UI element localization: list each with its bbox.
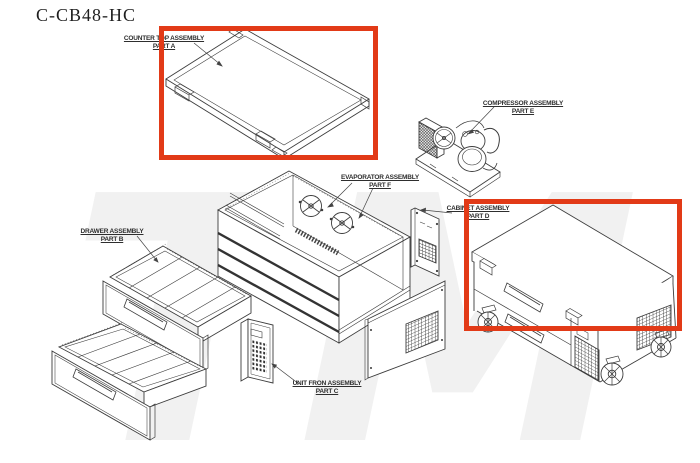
label-line1: UNIT FRON ASSEMBLY	[292, 380, 362, 387]
caster-wheel-icon	[600, 355, 624, 386]
evaporator-fan-icon	[329, 212, 355, 234]
evaporator-fan-icon	[298, 195, 324, 217]
label-line1: EVAPORATOR ASSEMBLY	[340, 174, 420, 181]
label-line1: COMPRESSOR ASSEMBLY	[482, 100, 564, 107]
label-counter-top-assembly: COUNTER TOP ASSEMBLY PART A	[124, 35, 204, 51]
divider-panel-drawing	[410, 207, 440, 277]
label-line2: PART A	[152, 43, 176, 50]
highlight-box-counter-top	[159, 26, 378, 160]
label-line2: PART E	[511, 108, 535, 115]
label-evaporator-assembly: EVAPORATOR ASSEMBLY PART F	[341, 174, 419, 190]
label-cabinet-assembly: CABINET ASSEMBLY PART D	[447, 205, 510, 221]
evaporator-assembly-drawing	[217, 170, 411, 344]
drawer-lower	[51, 321, 208, 441]
drawer-assembly-drawing	[51, 243, 252, 441]
label-line2: PART B	[100, 236, 124, 243]
label-line2: PART D	[466, 213, 490, 220]
drawer-upper	[102, 243, 252, 372]
label-line1: COUNTER TOP ASSEMBLY	[123, 35, 205, 42]
highlight-box-cabinet	[464, 199, 682, 331]
label-unit-front-assembly: UNIT FRON ASSEMBLY PART C	[293, 380, 362, 396]
counter-top-assembly-drawing	[165, 28, 370, 160]
label-drawer-assembly: DRAWER ASSEMBLY PART B	[81, 228, 144, 244]
page-title: C-CB48-HC	[36, 5, 137, 25]
unit-front-panel-drawing	[240, 318, 274, 384]
label-line1: DRAWER ASSEMBLY	[80, 228, 144, 235]
label-line2: PART F	[369, 182, 391, 189]
label-line2: PART C	[315, 388, 339, 395]
cabinet-assembly-drawing	[471, 204, 677, 386]
leader-lines	[136, 42, 495, 385]
caster-wheel-icon	[650, 329, 672, 358]
back-panel-drawing	[364, 280, 446, 381]
label-line1: CABINET ASSEMBLY	[446, 205, 510, 212]
label-compressor-assembly: COMPRESSOR ASSEMBLY PART E	[483, 100, 563, 116]
compressor-assembly-drawing	[415, 117, 501, 198]
